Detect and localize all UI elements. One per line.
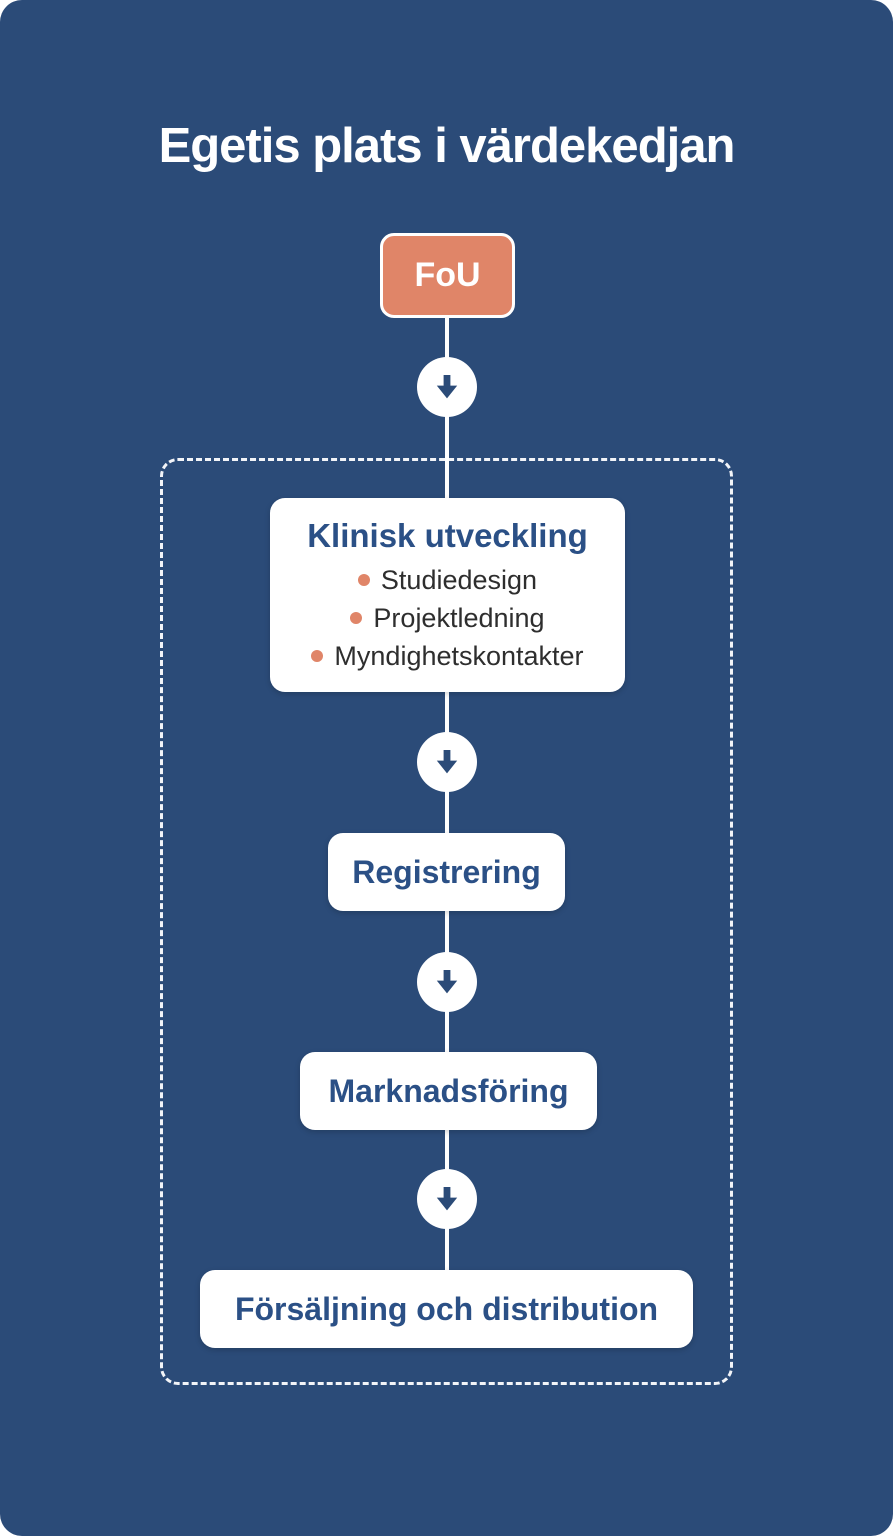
bullet-label: Myndighetskontakter <box>334 640 584 671</box>
flow-step-klinisk-utveckling: Klinisk utveckling Studiedesign Projektl… <box>270 498 625 692</box>
arrow-down-icon <box>430 965 464 999</box>
flow-step-label: Klinisk utveckling <box>307 516 588 554</box>
bullet-label: Projektledning <box>373 602 545 633</box>
arrow-down-icon <box>430 1182 464 1216</box>
flow-node-fou-label: FoU <box>414 256 481 294</box>
flow-step-marknadsforing: Marknadsföring <box>300 1052 597 1130</box>
flow-arrow <box>417 357 477 417</box>
flow-step-forsaljning-och-distribution: Försäljning och distribution <box>200 1270 693 1348</box>
bullet-item: Myndighetskontakter <box>311 639 584 674</box>
bullet-dot-icon <box>311 650 324 662</box>
flow-step-label: Försäljning och distribution <box>234 1290 659 1327</box>
flow-node-fou: FoU <box>380 233 515 318</box>
bullet-label: Studiedesign <box>380 564 538 595</box>
flow-step-label: Registrering <box>352 853 541 890</box>
bullet-item: Projektledning <box>350 601 545 636</box>
bullet-dot-icon <box>350 612 363 624</box>
flow-arrow <box>417 952 477 1012</box>
arrow-down-icon <box>430 370 464 404</box>
flow-step-label: Marknadsföring <box>328 1072 569 1109</box>
bullet-item: Studiedesign <box>357 563 538 598</box>
flow-arrow <box>417 1169 477 1229</box>
flow-step-registrering: Registrering <box>328 833 565 911</box>
page-title: Egetis plats i värdekedjan <box>158 119 736 173</box>
arrow-down-icon <box>430 745 464 779</box>
bullet-dot-icon <box>357 574 370 586</box>
bullet-list: Studiedesign Projektledning Myndighetsko… <box>311 563 584 674</box>
flow-arrow <box>417 732 477 792</box>
